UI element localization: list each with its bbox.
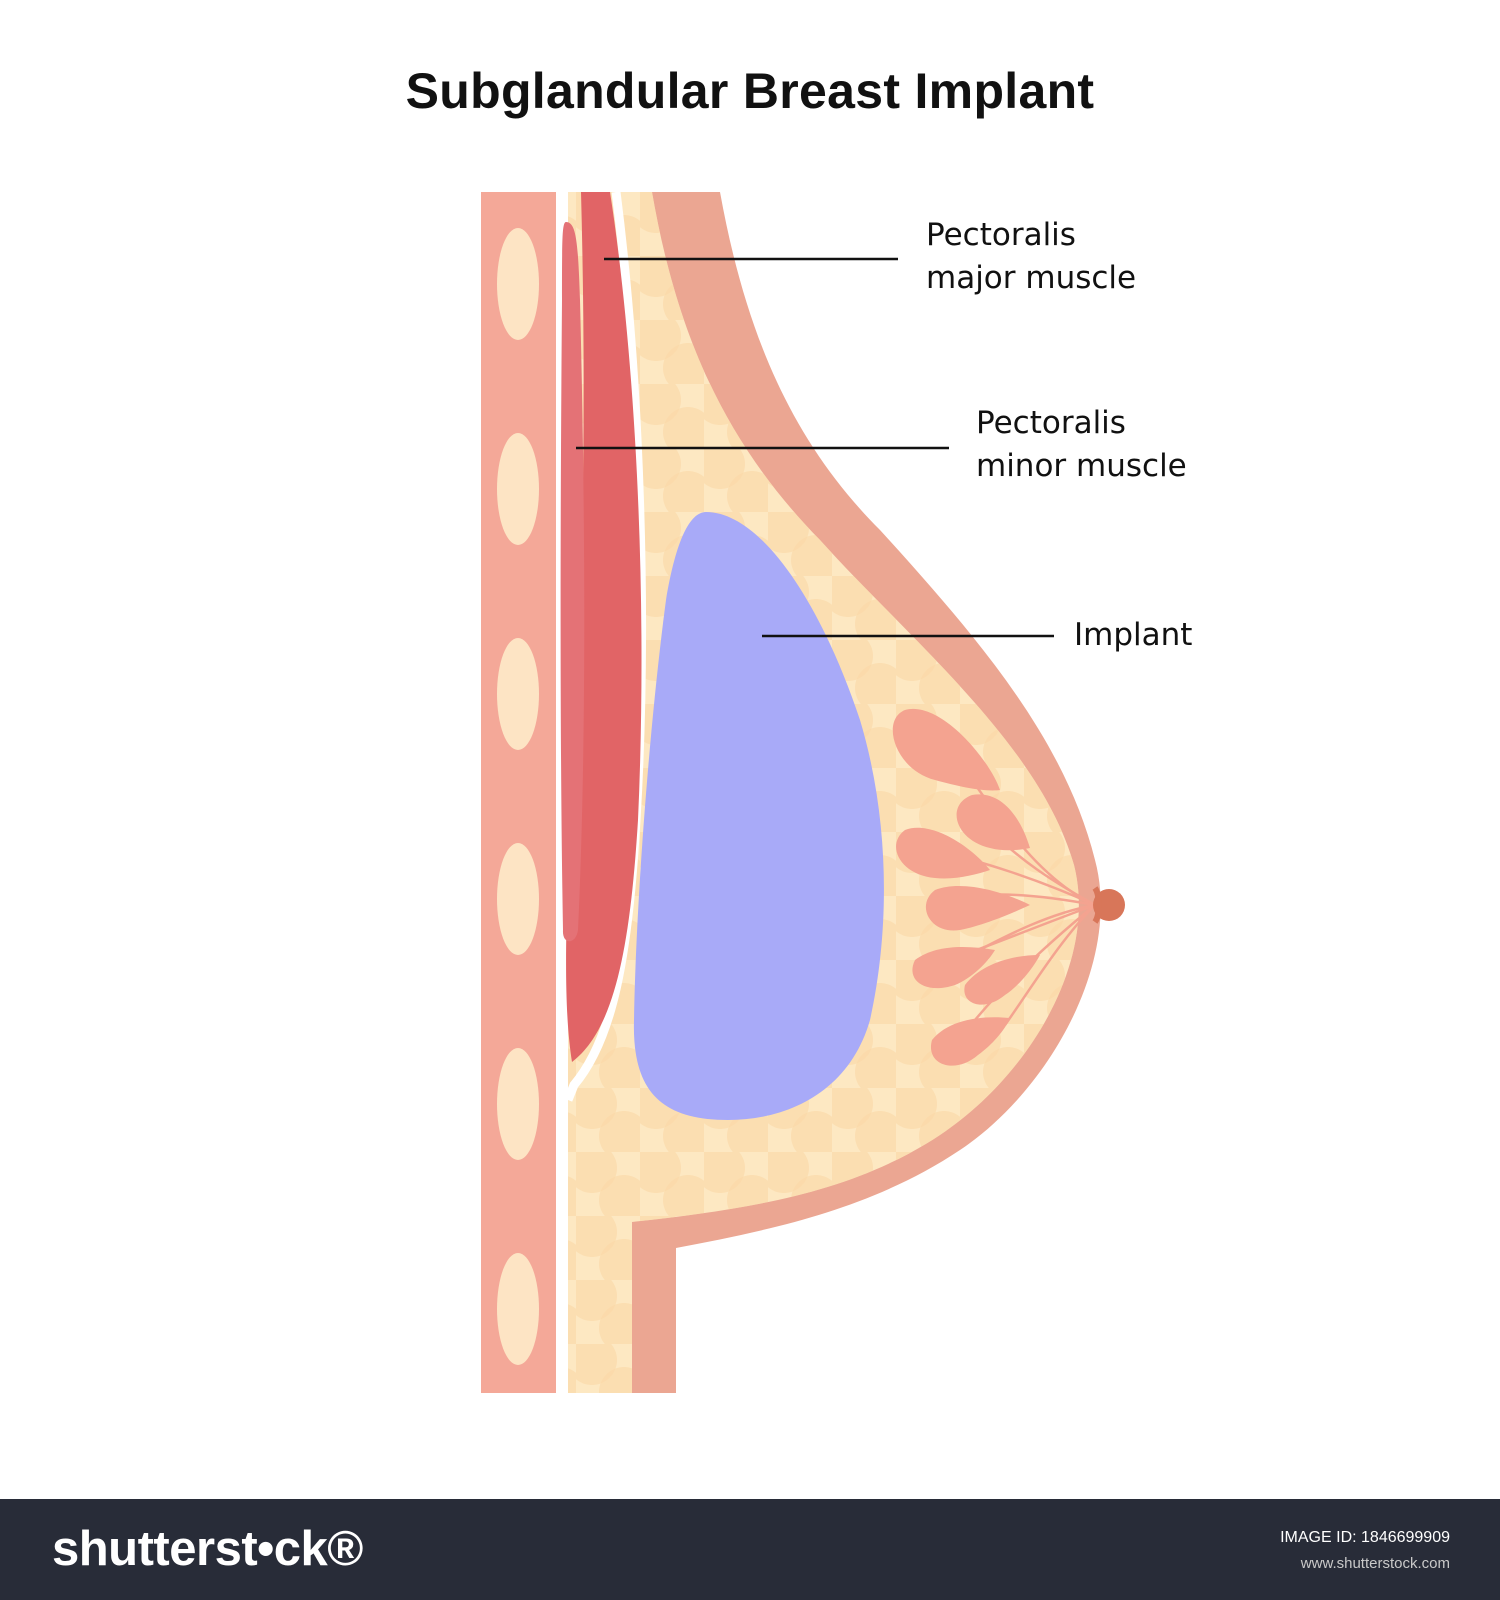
gland-lobule — [912, 947, 995, 989]
diagram-title: Subglandular Breast Implant — [405, 63, 1095, 119]
label-implant: Implant — [1074, 617, 1193, 653]
footer-bar: shutterst•ck® IMAGE ID: 1846699909 www.s… — [0, 1499, 1500, 1600]
label-line: Pectoralis — [976, 405, 1126, 441]
rib-bone — [497, 1048, 539, 1160]
gland-lobule — [925, 885, 1030, 931]
image-id-label: IMAGE ID: — [1280, 1529, 1357, 1546]
rib-bone — [497, 433, 539, 545]
label-pectoralis-minor: Pectoralis minor muscle — [976, 402, 1187, 488]
pectoralis-minor-muscle — [560, 222, 585, 942]
implant-shape — [633, 512, 884, 1120]
chest-wall — [481, 192, 556, 1393]
nipple-base — [1092, 886, 1102, 924]
label-line: minor muscle — [976, 448, 1187, 484]
gland-lobules — [892, 708, 1040, 1066]
gland-lobule — [964, 955, 1040, 1005]
breast-anatomy-illustration — [481, 191, 1125, 1393]
pectoralis-major-muscle — [566, 192, 642, 1062]
rib-bone — [497, 638, 539, 750]
label-line: Pectoralis — [926, 217, 1076, 253]
gland-lobule — [930, 1017, 1010, 1066]
rib-bone — [497, 843, 539, 955]
rib-bone — [497, 1253, 539, 1365]
website-url: www.shutterstock.com — [1300, 1555, 1450, 1572]
label-pectoralis-major: Pectoralis major muscle — [926, 214, 1136, 300]
gland-lobule — [892, 708, 1000, 791]
gland-lobule — [956, 794, 1030, 851]
image-id: IMAGE ID: 1846699909 — [1280, 1529, 1450, 1547]
shutterstock-logo: shutterst•ck® — [52, 1522, 363, 1576]
label-line: major muscle — [926, 260, 1137, 296]
rib-bone — [497, 228, 539, 340]
gland-lobule — [896, 827, 990, 879]
image-id-value: 1846699909 — [1361, 1529, 1450, 1546]
rib-bones — [497, 228, 539, 1365]
